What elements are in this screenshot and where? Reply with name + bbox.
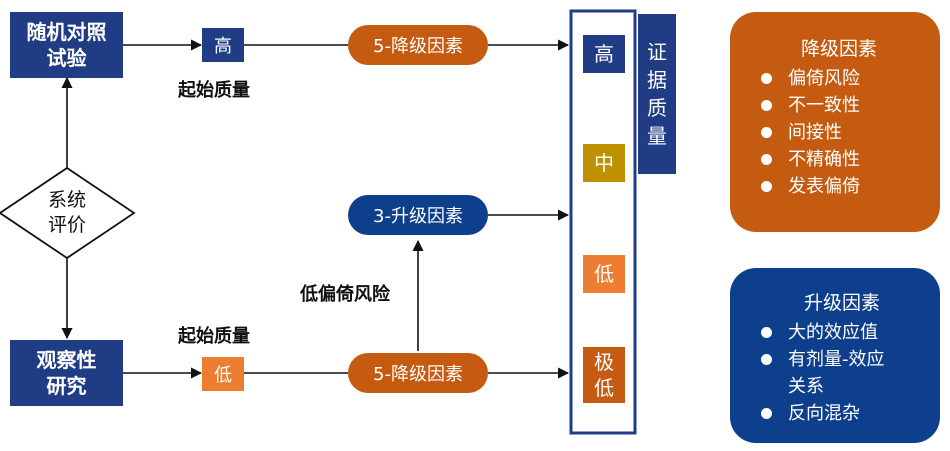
downgrade-factors-pill-bottom: 5-降级因素 [348,353,488,393]
low-bias-risk-label: 低偏倚风险 [300,284,390,305]
quality-level-very-low: 极 低 [583,347,625,403]
upgrade-item: 反向混杂 [758,400,926,427]
downgrade-factors-pill-top: 5-降级因素 [348,25,488,65]
systematic-review-label: 系统 评价 [47,189,86,236]
downgrade-factors-panel: 降级因素 偏倚风险 不一致性 间接性 不精确性 发表偏倚 [730,12,940,232]
downgrade-item: 发表偏倚 [758,173,920,200]
start-quality-label-top: 起始质量 [178,80,250,101]
upgrade-factors-panel: 升级因素 大的效应值 有剂量-效应 关系 反向混杂 [730,268,940,443]
downgrade-item: 不一致性 [758,92,920,119]
quality-level-moderate: 中 [583,144,625,182]
quality-level-high: 高 [583,35,625,73]
downgrade-item: 偏倚风险 [758,65,920,92]
rct-box: 随机对照 试验 [10,12,123,78]
evidence-quality-label: 证 据 质 量 [638,14,676,174]
downgrade-item: 间接性 [758,119,920,146]
downgrade-item: 不精确性 [758,146,920,173]
start-quality-label-bottom: 起始质量 [178,326,250,347]
initial-low-box: 低 [202,357,244,391]
upgrade-item: 大的效应值 [758,319,926,346]
observational-study-box: 观察性 研究 [10,340,123,406]
upgrade-factors-pill: 3-升级因素 [348,195,488,235]
initial-high-box: 高 [202,28,244,62]
upgrade-panel-title: 升级因素 [803,292,880,314]
upgrade-item: 有剂量-效应 关系 [758,346,926,400]
quality-level-low: 低 [583,255,625,293]
downgrade-panel-title: 降级因素 [800,38,877,60]
systematic-review-diamond [0,166,136,260]
